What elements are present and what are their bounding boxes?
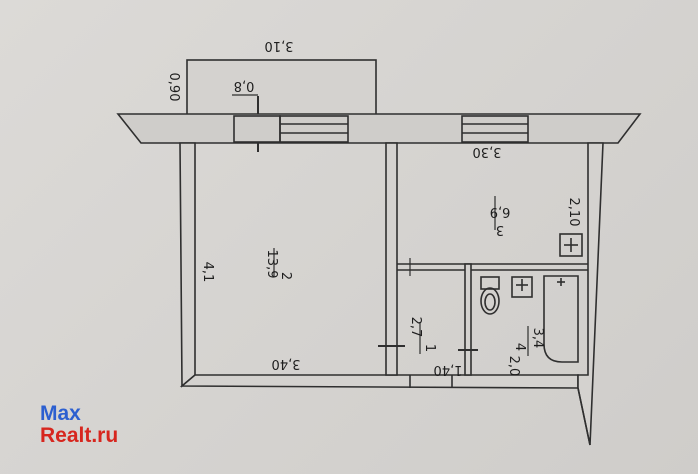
window-right bbox=[461, 115, 529, 143]
room-2-area-label: 13,9 bbox=[264, 250, 279, 279]
room-3-length-label: 2,10 bbox=[566, 198, 581, 227]
room-4-width-label: 2,0 bbox=[506, 356, 521, 377]
balcony-width-label: 3,10 bbox=[265, 38, 294, 53]
toilet-seat-icon bbox=[484, 293, 496, 311]
stove-icon bbox=[559, 233, 583, 257]
balcony-area-label: 0,8 bbox=[234, 78, 255, 93]
wall-right bbox=[577, 142, 604, 446]
watermark-max: Max bbox=[40, 402, 81, 425]
room-2-width-label: 3,40 bbox=[272, 356, 301, 371]
bathtub-icon bbox=[543, 275, 579, 363]
exterior-top-wall bbox=[116, 113, 642, 144]
partition-room-1-4 bbox=[464, 263, 472, 376]
room-3-area-label: 6,9 bbox=[490, 204, 511, 219]
room-2-length-label: 4,1 bbox=[200, 262, 215, 283]
balcony-depth-label: 0,90 bbox=[166, 73, 181, 102]
wall-bottom bbox=[179, 374, 579, 389]
room-1-number-label: 1 bbox=[422, 344, 437, 352]
partition-room-2-3 bbox=[385, 142, 398, 376]
wall-right-tail bbox=[577, 387, 591, 446]
balcony-door bbox=[233, 115, 281, 143]
wall-left bbox=[179, 142, 196, 388]
room-3-number-label: 3 bbox=[496, 222, 504, 237]
sink-icon bbox=[511, 276, 533, 298]
room-1-area-label: 2,7 bbox=[408, 317, 423, 338]
toilet-bowl-icon bbox=[480, 287, 500, 315]
toilet-tank-icon bbox=[480, 276, 500, 290]
room-3-width-label: 3,30 bbox=[473, 144, 502, 159]
room-1-width-label: 1,40 bbox=[434, 362, 463, 377]
room-4-number-label: 4 bbox=[512, 343, 527, 351]
room-2-number-label: 2 bbox=[278, 272, 293, 280]
room-4-area-label: 3,4 bbox=[530, 328, 545, 349]
watermark-realt: Realt.ru bbox=[40, 424, 119, 447]
balcony-outline bbox=[186, 59, 377, 116]
